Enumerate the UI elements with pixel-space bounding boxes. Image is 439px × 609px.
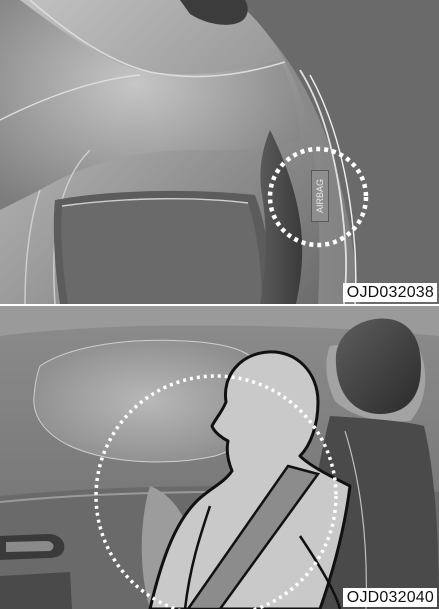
- seat-illustration: [0, 0, 439, 304]
- airbag-tag-text: AIRBAG: [315, 179, 325, 213]
- figure-code-label: OJD032038: [343, 283, 437, 302]
- figure-occupant-airbag: OJD032040: [0, 306, 439, 609]
- occupant-illustration: [0, 306, 439, 609]
- figure-code-label: OJD032040: [343, 588, 437, 607]
- airbag-tag: AIRBAG: [311, 170, 329, 222]
- figure-seat-airbag: AIRBAG OJD032038: [0, 0, 439, 304]
